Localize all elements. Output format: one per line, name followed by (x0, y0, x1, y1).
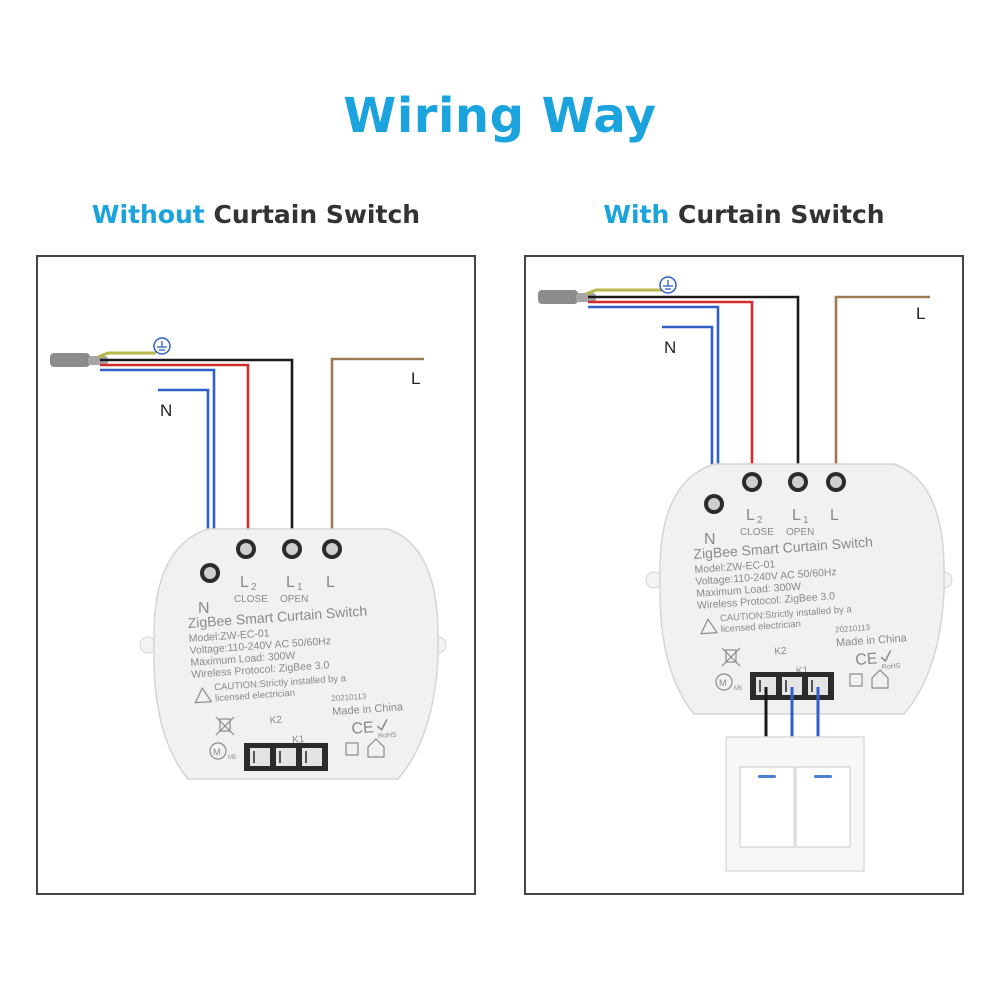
double-insulation-icon (849, 673, 863, 687)
svg-text:K2: K2 (774, 646, 787, 658)
svg-text:L: L (830, 507, 839, 524)
recycle-bin-icon (215, 716, 235, 736)
panel-without-switch: N L L 2 L 1 L CLOSE OPEN (36, 255, 476, 895)
wiring-diagram-with-switch: N L L 2 L 1 L CLOSE OPEN N (538, 276, 953, 872)
svg-text:1: 1 (803, 515, 809, 526)
blue-wire-n-lead (662, 325, 714, 502)
svg-text:2: 2 (251, 582, 257, 593)
warning-icon (194, 686, 213, 704)
svg-text:L: L (326, 574, 335, 591)
panel-with-switch: N L L 2 L 1 L CLOSE OPEN N (524, 255, 964, 895)
recycle-bin-icon (721, 647, 741, 667)
svg-text:K1: K1 (796, 665, 809, 677)
panel-title-with: With Curtain Switch (524, 200, 964, 229)
svg-text:20210113: 20210113 (331, 692, 367, 703)
wire-label-l: L (411, 369, 420, 388)
svg-text:Model:ZW-EC-01: Model:ZW-EC-01 (188, 627, 270, 645)
smart-curtain-module: L 2 L 1 L CLOSE OPEN N ZigBee Smart Curt… (645, 463, 953, 715)
svg-text:CLOSE: CLOSE (740, 527, 774, 538)
cable-sheath (50, 353, 108, 367)
warning-icon (700, 617, 719, 635)
panel-title-rest: Curtain Switch (213, 200, 421, 229)
brown-wire-live (834, 295, 930, 482)
brown-wire-live (330, 357, 424, 537)
svg-text:L: L (240, 574, 249, 591)
output-terminal-block (244, 743, 328, 771)
double-insulation-icon (345, 742, 359, 756)
svg-text:L: L (792, 507, 801, 524)
svg-text:M5: M5 (228, 755, 237, 761)
wire-label-n: N (664, 338, 676, 357)
rohs-check-icon (376, 719, 388, 731)
panel-title-accent: With (603, 200, 670, 229)
panel-title-rest: Curtain Switch (678, 200, 885, 229)
m-mark-icon (715, 673, 733, 691)
red-wire (588, 300, 754, 482)
black-wire (100, 358, 294, 537)
svg-text:M: M (213, 747, 221, 757)
svg-text:CLOSE: CLOSE (234, 594, 268, 605)
panel-title-without: Without Curtain Switch (36, 200, 476, 229)
svg-text:K2: K2 (269, 715, 282, 727)
indoor-use-icon (367, 738, 385, 758)
smart-curtain-module: L 2 L 1 L CLOSE OPEN N ZigBee Smart Curt… (139, 528, 447, 780)
svg-text:K1: K1 (292, 734, 305, 746)
wall-curtain-switch (725, 736, 865, 872)
svg-text:Made in China: Made in China (332, 701, 404, 718)
panel-title-accent: Without (91, 200, 205, 229)
indicator-light-right (814, 775, 832, 778)
rohs-check-icon (880, 650, 892, 663)
svg-text:N: N (198, 600, 210, 617)
svg-text:2: 2 (757, 515, 763, 526)
svg-text:L: L (746, 507, 755, 524)
svg-text:RoHS: RoHS (378, 732, 397, 740)
black-wire (588, 295, 800, 482)
svg-text:20210113: 20210113 (835, 623, 871, 634)
switch-rocker-left (739, 766, 795, 848)
svg-text:L: L (286, 574, 295, 591)
terminal-screws (200, 539, 342, 583)
indoor-use-icon (871, 669, 889, 689)
ground-wire (97, 337, 171, 359)
red-wire (100, 363, 250, 537)
svg-text:RoHS: RoHS (882, 663, 901, 671)
wire-label-l: L (916, 304, 925, 323)
svg-text:M: M (719, 678, 727, 688)
svg-text:M5: M5 (734, 686, 743, 692)
m-mark-icon (209, 742, 227, 760)
svg-text:N: N (704, 531, 716, 548)
wiring-diagram-without-switch: N L L 2 L 1 L CLOSE OPEN (50, 337, 447, 780)
blue-wire-neutral (588, 305, 720, 502)
svg-text:CE: CE (855, 650, 878, 669)
blue-wire-neutral (100, 368, 216, 569)
blue-wire-n-lead (158, 388, 210, 569)
switch-rocker-right (795, 766, 851, 848)
terminal-screws (704, 472, 846, 514)
svg-text:1: 1 (297, 582, 303, 593)
svg-text:OPEN: OPEN (786, 527, 814, 538)
ground-wire (585, 276, 677, 296)
svg-text:OPEN: OPEN (280, 594, 308, 605)
svg-text:Model:ZW-EC-01: Model:ZW-EC-01 (694, 558, 776, 576)
wire-label-n: N (160, 401, 172, 420)
page-title: Wiring Way (343, 88, 657, 144)
indicator-light-left (758, 775, 776, 778)
svg-text:CE: CE (351, 719, 374, 738)
svg-text:Made in China: Made in China (836, 632, 908, 649)
cable-sheath (538, 290, 596, 304)
